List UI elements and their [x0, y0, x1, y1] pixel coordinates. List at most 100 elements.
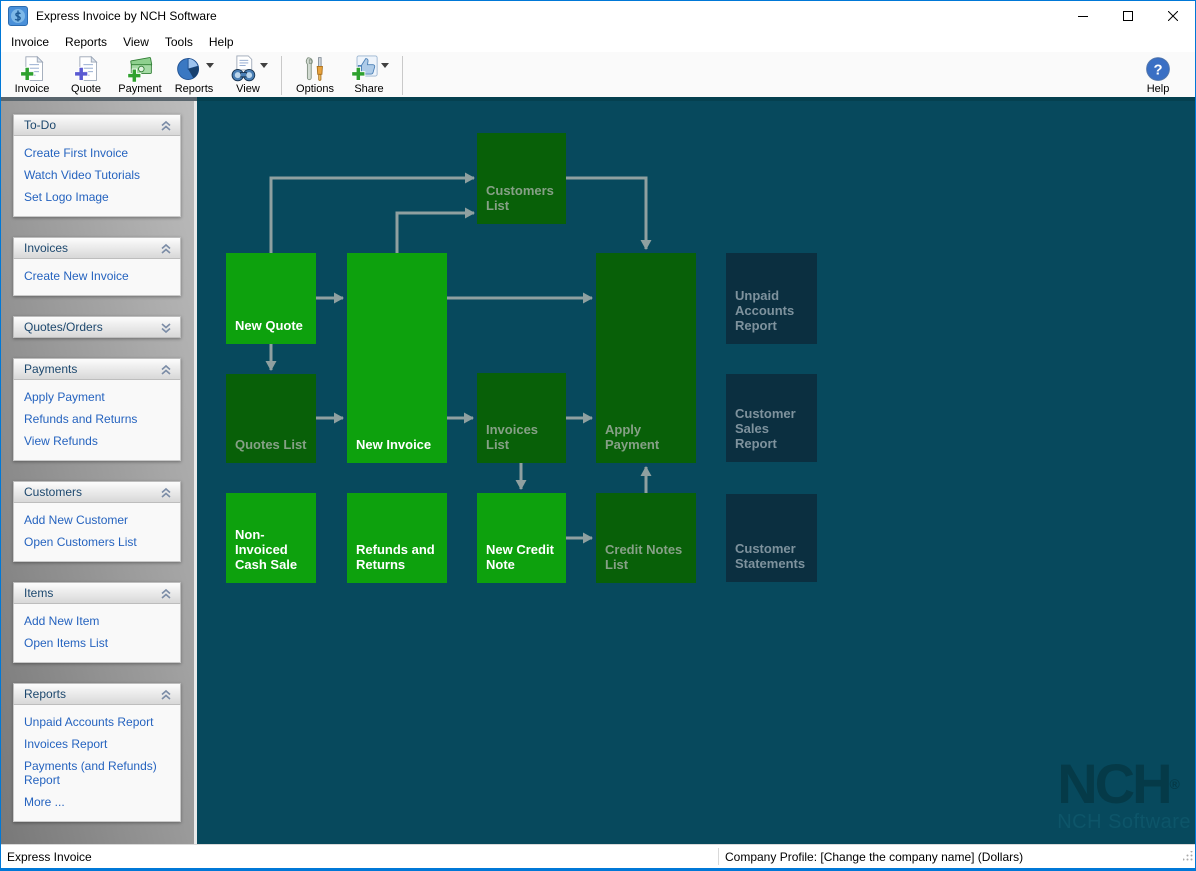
- dropdown-arrow-icon[interactable]: [260, 63, 268, 68]
- menu-item-tools[interactable]: Tools: [157, 33, 201, 51]
- toolbar-button-label: Payment: [118, 83, 161, 95]
- flow-box-new-credit-note[interactable]: New Credit Note: [477, 493, 566, 583]
- flow-box-label: Customers List: [486, 183, 558, 213]
- sidebar-link-unpaid-accounts-report[interactable]: Unpaid Accounts Report: [14, 711, 180, 733]
- flow-box-credit-notes-list[interactable]: Credit Notes List: [596, 493, 696, 583]
- flow-arrows: [197, 101, 1195, 844]
- toolbar-view-button[interactable]: View: [221, 53, 275, 97]
- sidebar-section-to-do: To-DoCreate First InvoiceWatch Video Tut…: [13, 114, 181, 217]
- flow-box-new-invoice[interactable]: New Invoice: [347, 253, 447, 463]
- menu-item-help[interactable]: Help: [201, 33, 242, 51]
- flow-box-label: Customer Statements: [735, 541, 809, 571]
- menubar: InvoiceReportsViewToolsHelp: [1, 31, 1195, 52]
- dropdown-arrow-icon[interactable]: [381, 63, 389, 68]
- flowchart-canvas: NCH® NCH Software Customers ListNew Quot…: [197, 101, 1195, 844]
- toolbar-quote-button[interactable]: Quote: [59, 53, 113, 97]
- section-title: Customers: [24, 485, 82, 499]
- sidebar-link-apply-payment[interactable]: Apply Payment: [14, 386, 180, 408]
- titlebar: Express Invoice by NCH Software: [1, 1, 1195, 31]
- flow-box-label: Non-Invoiced Cash Sale: [235, 527, 308, 572]
- toolbar-payment-button[interactable]: Payment: [113, 53, 167, 97]
- nch-watermark: NCH® NCH Software: [1057, 759, 1191, 834]
- chevron-double-up-icon[interactable]: [160, 119, 172, 131]
- window-title: Express Invoice by NCH Software: [36, 9, 217, 23]
- sidebar-link-create-new-invoice[interactable]: Create New Invoice: [14, 265, 180, 287]
- statusbar-divider: [718, 848, 719, 865]
- sidebar-link-invoices-report[interactable]: Invoices Report: [14, 733, 180, 755]
- app-icon: [8, 6, 28, 26]
- toolbar-separator: [402, 56, 403, 95]
- section-header-to-do[interactable]: To-Do: [13, 114, 181, 136]
- section-header-reports[interactable]: Reports: [13, 683, 181, 705]
- flow-box-label: Credit Notes List: [605, 542, 688, 572]
- menu-item-invoice[interactable]: Invoice: [3, 33, 57, 51]
- sidebar-link-refunds-and-returns[interactable]: Refunds and Returns: [14, 408, 180, 430]
- flow-box-refunds-and-returns[interactable]: Refunds and Returns: [347, 493, 447, 583]
- sidebar-section-reports: ReportsUnpaid Accounts ReportInvoices Re…: [13, 683, 181, 822]
- minimize-button[interactable]: [1060, 1, 1105, 31]
- toolbar-help-button[interactable]: ?Help: [1131, 53, 1185, 97]
- flow-box-non-invoiced-cash-sale[interactable]: Non-Invoiced Cash Sale: [226, 493, 316, 583]
- section-header-quotes-orders[interactable]: Quotes/Orders: [13, 316, 181, 338]
- sidebar-link-watch-video-tutorials[interactable]: Watch Video Tutorials: [14, 164, 180, 186]
- menu-item-view[interactable]: View: [115, 33, 157, 51]
- section-header-customers[interactable]: Customers: [13, 481, 181, 503]
- sidebar-link-set-logo-image[interactable]: Set Logo Image: [14, 186, 180, 208]
- dropdown-arrow-icon[interactable]: [206, 63, 214, 68]
- sidebar-link-more[interactable]: More ...: [14, 791, 180, 813]
- flow-box-label: Unpaid Accounts Report: [735, 288, 809, 333]
- flow-box-apply-payment[interactable]: Apply Payment: [596, 253, 696, 463]
- section-title: Reports: [24, 687, 66, 701]
- close-button[interactable]: [1150, 1, 1195, 31]
- sidebar-link-open-items-list[interactable]: Open Items List: [14, 632, 180, 654]
- chevron-double-up-icon[interactable]: [160, 688, 172, 700]
- flow-box-unpaid-accounts-report[interactable]: Unpaid Accounts Report: [726, 253, 817, 344]
- section-header-items[interactable]: Items: [13, 582, 181, 604]
- flow-box-customer-sales-report[interactable]: Customer Sales Report: [726, 374, 817, 462]
- resize-grip[interactable]: [1183, 848, 1193, 866]
- toolbar-options-button[interactable]: Options: [288, 53, 342, 97]
- flow-box-quotes-list[interactable]: Quotes List: [226, 374, 316, 463]
- toolbar-separator: [281, 56, 282, 95]
- statusbar-app-name: Express Invoice: [1, 850, 92, 864]
- sidebar-section-items: ItemsAdd New ItemOpen Items List: [13, 582, 181, 663]
- sidebar-link-create-first-invoice[interactable]: Create First Invoice: [14, 142, 180, 164]
- flow-box-customer-statements[interactable]: Customer Statements: [726, 494, 817, 582]
- toolbar-share-button[interactable]: Share: [342, 53, 396, 97]
- toolbar-button-label: Help: [1147, 83, 1170, 95]
- flow-box-new-quote[interactable]: New Quote: [226, 253, 316, 344]
- toolbar-invoice-button[interactable]: Invoice: [5, 53, 59, 97]
- sidebar-link-view-refunds[interactable]: View Refunds: [14, 430, 180, 452]
- flow-box-label: Apply Payment: [605, 422, 688, 452]
- sidebar-link-open-customers-list[interactable]: Open Customers List: [14, 531, 180, 553]
- sidebar-link-add-new-item[interactable]: Add New Item: [14, 610, 180, 632]
- statusbar-company-profile: Company Profile: [Change the company nam…: [725, 850, 1023, 864]
- menu-item-reports[interactable]: Reports: [57, 33, 115, 51]
- statusbar: Express Invoice Company Profile: [Change…: [1, 844, 1195, 870]
- options-icon: [301, 55, 329, 83]
- section-title: Payments: [24, 362, 77, 376]
- section-header-invoices[interactable]: Invoices: [13, 237, 181, 259]
- flow-box-invoices-list[interactable]: Invoices List: [477, 373, 566, 463]
- chevron-double-down-icon[interactable]: [160, 321, 172, 333]
- chevron-double-up-icon[interactable]: [160, 242, 172, 254]
- chevron-double-up-icon[interactable]: [160, 363, 172, 375]
- chevron-double-up-icon[interactable]: [160, 587, 172, 599]
- flow-box-customers-list[interactable]: Customers List: [477, 133, 566, 224]
- chevron-double-up-icon[interactable]: [160, 486, 172, 498]
- watermark-text: NCH: [1057, 752, 1169, 815]
- toolbar-button-label: Quote: [71, 83, 101, 95]
- sidebar-link-payments-and-refunds-report[interactable]: Payments (and Refunds) Report: [14, 755, 180, 791]
- toolbar-reports-button[interactable]: Reports: [167, 53, 221, 97]
- maximize-button[interactable]: [1105, 1, 1150, 31]
- help-icon: ?: [1144, 55, 1172, 83]
- sidebar: To-DoCreate First InvoiceWatch Video Tut…: [1, 101, 194, 844]
- sidebar-link-add-new-customer[interactable]: Add New Customer: [14, 509, 180, 531]
- sidebar-section-customers: CustomersAdd New CustomerOpen Customers …: [13, 481, 181, 562]
- section-header-payments[interactable]: Payments: [13, 358, 181, 380]
- new-invoice-icon: [18, 55, 46, 83]
- flow-arrow-new-quote-to-customers-list: [271, 178, 474, 253]
- section-title: To-Do: [24, 118, 56, 132]
- toolbar: InvoiceQuote Payment ReportsView OptionsSha…: [1, 52, 1195, 97]
- flow-arrow-new-invoice-to-customers-list: [397, 213, 474, 253]
